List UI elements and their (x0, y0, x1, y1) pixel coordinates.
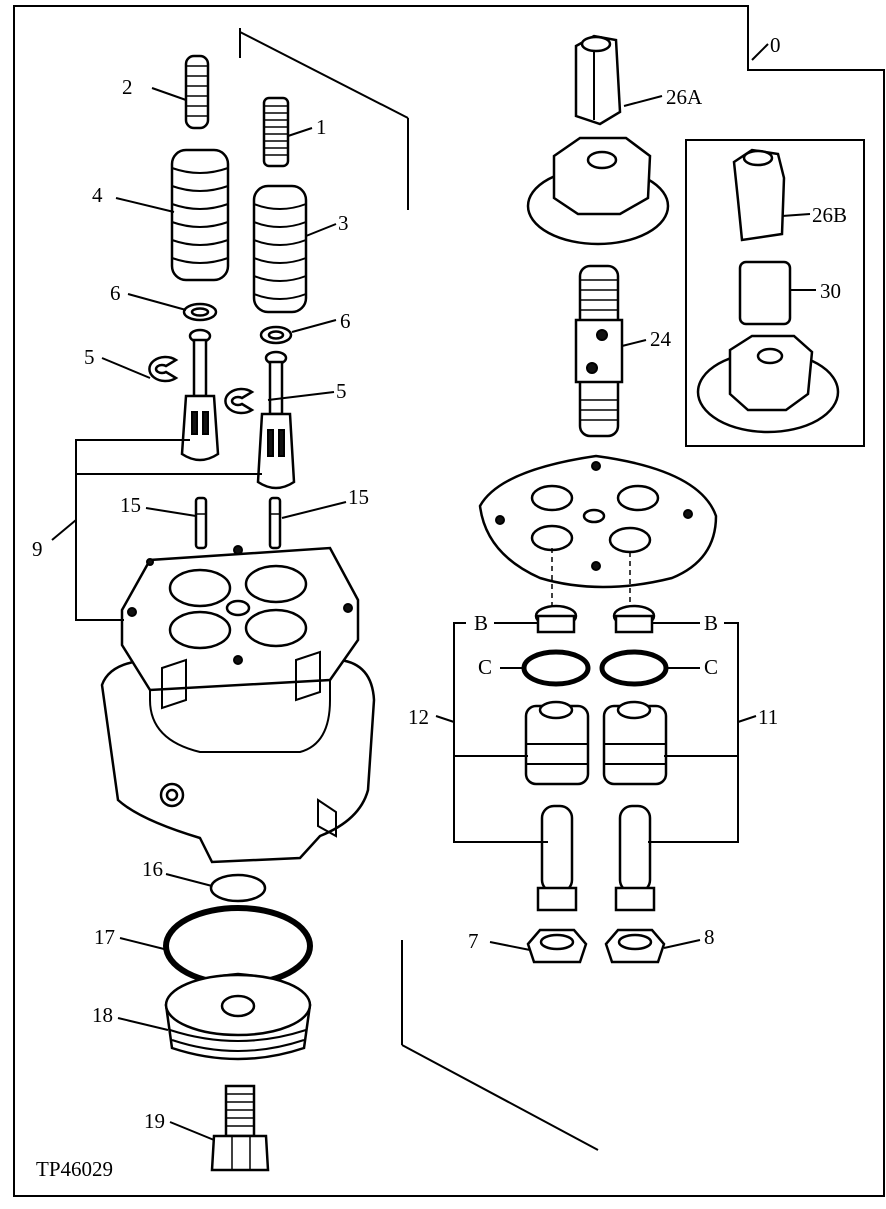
joint-part-24 (574, 264, 624, 438)
spring-part-4 (170, 148, 230, 282)
callout-6b: 6 (340, 309, 351, 333)
washer-part-6-left (182, 302, 218, 322)
oring-C-left (521, 649, 591, 687)
oring-part-16 (209, 873, 267, 903)
clip-part-5-left (148, 355, 179, 383)
cartridge-right (602, 700, 668, 786)
flange-nut-26A (526, 136, 670, 246)
callout-11: 11 (758, 705, 778, 729)
callout-labels: 2 1 4 3 6 6 5 5 15 15 9 16 17 18 19 0 26… (32, 33, 847, 1181)
callout-8: 8 (704, 925, 715, 949)
seat-B-right (612, 604, 656, 634)
spring-part-3 (252, 184, 308, 314)
callout-C-right: C (704, 655, 718, 679)
callout-5b: 5 (336, 379, 347, 403)
callout-5a: 5 (84, 345, 95, 369)
plug-part-18 (164, 972, 312, 1061)
oring-part-17 (163, 905, 313, 987)
callout-0: 0 (770, 33, 781, 57)
pin-part-15-left (194, 496, 208, 550)
nut-part-7 (526, 928, 588, 964)
callout-16: 16 (142, 857, 163, 881)
callout-2: 2 (122, 75, 133, 99)
callout-6a: 6 (110, 281, 121, 305)
inset-box (685, 139, 865, 447)
coupling-part-26A (574, 34, 622, 126)
spool-left (180, 328, 220, 462)
valve-body (100, 545, 376, 864)
nut-part-26B (732, 148, 786, 242)
callout-12: 12 (408, 705, 429, 729)
callout-26B: 26B (812, 203, 847, 227)
cartridge-left (524, 700, 590, 786)
callout-9: 9 (32, 537, 43, 561)
spring-part-1 (262, 96, 290, 168)
frame-border (13, 5, 885, 1197)
seat-B-left (534, 604, 578, 634)
callout-B-right: B (704, 611, 718, 635)
piston-left (536, 804, 578, 912)
callout-4: 4 (92, 183, 103, 207)
spring-part-2 (184, 54, 210, 130)
sleeve-part-30 (738, 260, 792, 326)
washer-part-6-right (259, 325, 293, 345)
callout-1: 1 (316, 115, 327, 139)
clip-part-5-right (224, 387, 255, 415)
callout-15b: 15 (348, 485, 369, 509)
piston-right (614, 804, 656, 912)
callout-30: 30 (820, 279, 841, 303)
callout-15a: 15 (120, 493, 141, 517)
exploded-boundary-lines (239, 28, 599, 1151)
figure-id: TP46029 (36, 1157, 113, 1181)
callout-26A: 26A (666, 85, 703, 109)
bolt-part-19 (210, 1084, 270, 1172)
pin-part-15-right (268, 496, 282, 550)
leader-lines (51, 43, 816, 1141)
nut-part-8 (604, 928, 666, 964)
callout-24: 24 (650, 327, 672, 351)
callout-17: 17 (94, 925, 115, 949)
callout-C-left: C (478, 655, 492, 679)
oring-C-right (599, 649, 669, 687)
callout-3: 3 (338, 211, 349, 235)
spool-right (256, 350, 296, 490)
callout-7: 7 (468, 929, 479, 953)
callout-B-left: B (474, 611, 488, 635)
callout-19: 19 (144, 1109, 165, 1133)
callout-18: 18 (92, 1003, 113, 1027)
flange-nut-inset (696, 334, 840, 434)
valve-plate (478, 454, 718, 610)
